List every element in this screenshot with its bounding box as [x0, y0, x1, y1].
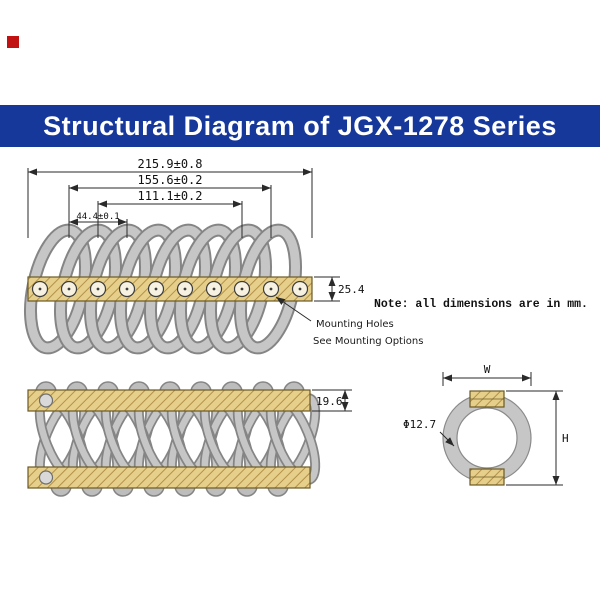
- dim-front-bar-thickness: 19.6: [316, 395, 343, 408]
- wire-end-loop: [38, 470, 54, 485]
- dim-height: H: [562, 432, 569, 445]
- leader-line: [275, 296, 312, 322]
- mounting-hole: [291, 280, 309, 298]
- mounting-hole: [176, 280, 194, 298]
- dim-hole-pitch: 44.4±0.1: [76, 212, 119, 222]
- units-note: Note: all dimensions are in mm.: [374, 298, 588, 311]
- mounting-hole: [205, 280, 223, 298]
- mounting-hole: [60, 280, 78, 298]
- red-marker-icon: [7, 36, 19, 48]
- mounting-hole: [262, 280, 280, 298]
- dim-overall-length: 215.9±0.8: [137, 157, 202, 171]
- mounting-hole: [89, 280, 107, 298]
- mounting-hole: [147, 280, 165, 298]
- front-view: 19.6: [27, 381, 352, 497]
- leader-line: [439, 431, 455, 447]
- mounting-hole: [118, 280, 136, 298]
- mounting-bar-front-top: [27, 389, 311, 412]
- mounting-bar-front-bottom: [27, 466, 311, 489]
- dim-outer-hole-span: 155.6±0.2: [137, 173, 202, 187]
- mounting-options-label: See Mounting Options: [313, 336, 423, 347]
- mounting-hole: [233, 280, 251, 298]
- wire-ring: [443, 394, 531, 482]
- dim-width: W: [484, 363, 491, 376]
- dim-bar-thickness: 25.4: [338, 283, 365, 296]
- mounting-hole: [31, 280, 49, 298]
- mounting-holes-label: Mounting Holes: [316, 319, 394, 330]
- wire-end-loop: [38, 393, 54, 408]
- top-view: 215.9±0.8 155.6±0.2 111.1±0.2 44.4±0.1 2…: [21, 157, 423, 353]
- wire-ring-inner-edge: [456, 407, 518, 469]
- dim-mid-hole-span: 111.1±0.2: [137, 189, 202, 203]
- page-title: Structural Diagram of JGX-1278 Series: [43, 110, 557, 141]
- dim-wire-diameter: Φ12.7: [403, 418, 436, 431]
- end-view: W H Φ12.7: [403, 363, 569, 486]
- title-banner: Structural Diagram of JGX-1278 Series: [0, 105, 600, 147]
